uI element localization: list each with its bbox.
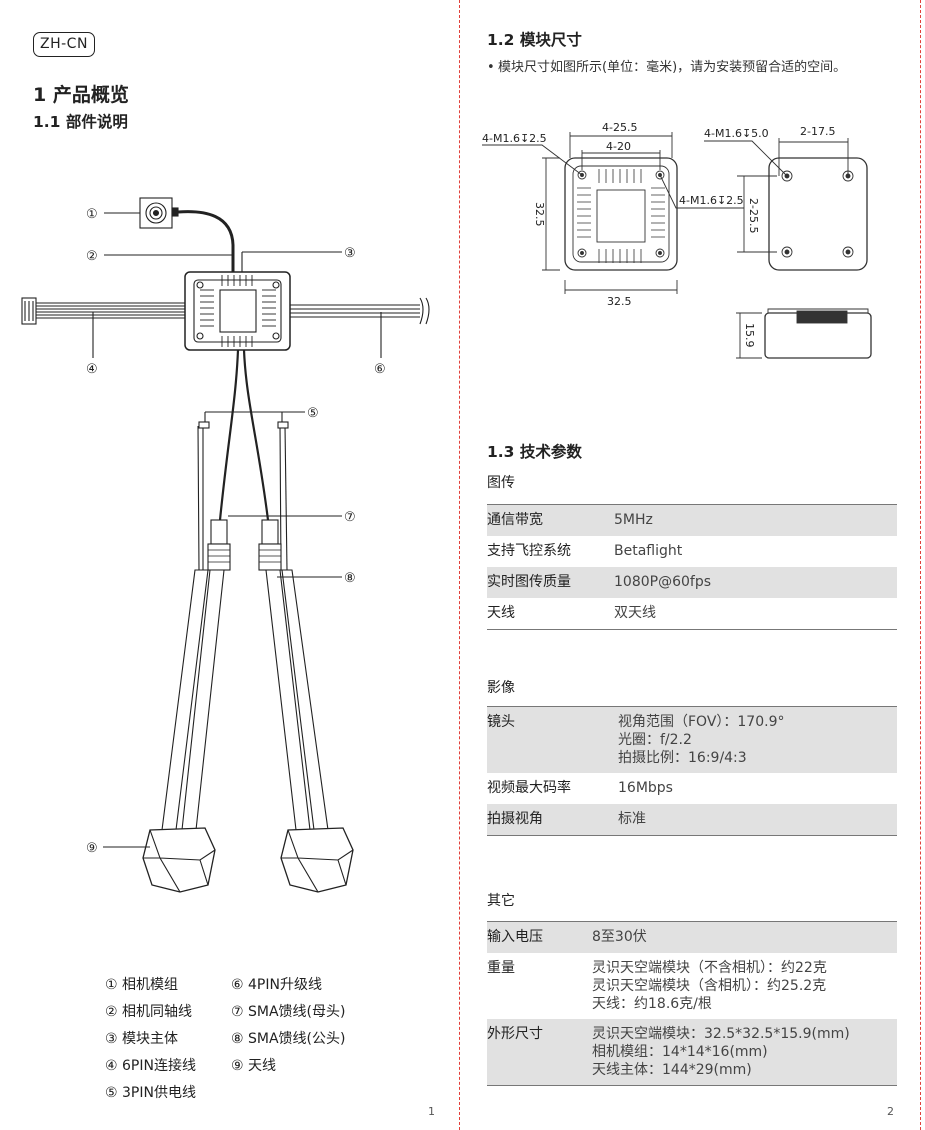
dim-label-width-bottom: 32.5 xyxy=(607,295,632,308)
page-edge xyxy=(920,0,921,1130)
subhead-vtx: 图传 xyxy=(487,475,515,491)
spec-label: 拍摄视角 xyxy=(487,811,543,827)
spec-value: 双天线 xyxy=(614,605,656,621)
spec-value: 视角范围（FOV）：170.9° 光圈：f/2.2 拍摄比例：16:9/4:3 xyxy=(618,714,785,766)
section-title-dimensions: 1.2 模块尺寸 xyxy=(487,31,582,49)
dim-label-holes-back: 4-M1.6↧5.0 xyxy=(704,127,769,140)
spec-row: 天线 双天线 xyxy=(487,598,897,629)
parts-diagram: ① ② ③ ④ ⑤ ⑥ ⑦ ⑧ ⑨ xyxy=(21,197,430,893)
spec-value: 8至30伏 xyxy=(592,929,647,945)
spec-label: 通信带宽 xyxy=(487,512,543,528)
spec-value: 1080P@60fps xyxy=(614,574,711,590)
spec-table-image: 镜头 视角范围（FOV）：170.9° 光圈：f/2.2 拍摄比例：16:9/4… xyxy=(487,706,897,836)
legend-item-8: ⑧ SMA馈线(公头) xyxy=(231,1031,346,1047)
spec-label: 天线 xyxy=(487,605,515,621)
dim-label-pitch-back-v: 2-25.5 xyxy=(747,198,760,233)
dim-label-holes-front: 4-M1.6↧2.5 xyxy=(482,132,547,145)
spec-label: 支持飞控系统 xyxy=(487,543,571,559)
callout-7: ⑦ xyxy=(344,510,356,525)
legend-item-4: ④ 6PIN连接线 xyxy=(105,1058,196,1074)
spec-value: 5MHz xyxy=(614,512,653,528)
spec-row: 拍摄视角 标准 xyxy=(487,804,897,835)
dimension-drawing: 4-M1.6↧2.5 4-25.5 4-20 32.5 4-M1.6↧2.5 4… xyxy=(482,121,872,359)
spec-label: 镜头 xyxy=(487,714,515,730)
spec-value: Betaflight xyxy=(614,543,683,559)
spec-table-vtx: 通信带宽 5MHz 支持飞控系统 Betaflight 实时图传质量 1080P… xyxy=(487,504,897,630)
spec-label: 输入电压 xyxy=(487,929,543,945)
page-left: ZH-CN 1 产品概览 1.1 部件说明 xyxy=(0,0,460,1130)
spec-label: 视频最大码率 xyxy=(487,780,571,796)
dimensions-note-text: 模块尺寸如图所示(单位：毫米)，请为安装预留合适的空间。 xyxy=(498,60,847,75)
subhead-image: 影像 xyxy=(487,680,515,696)
spec-row: 重量 灵识天空端模块（不含相机）：约22克 灵识天空端模块（含相机）：约25.2… xyxy=(487,953,897,1019)
legend-item-9: ⑨ 天线 xyxy=(231,1058,277,1074)
callout-3: ③ xyxy=(344,246,356,261)
callout-5: ⑤ xyxy=(307,406,319,421)
page-right: 1.2 模块尺寸 • 模块尺寸如图所示(单位：毫米)，请为安装预留合适的空间。 xyxy=(460,0,925,1130)
page-number-left: 1 xyxy=(428,1105,435,1118)
spec-row: 外形尺寸 灵识天空端模块：32.5*32.5*15.9(mm) 相机模组：14*… xyxy=(487,1019,897,1085)
dim-label-holes-side: 4-M1.6↧2.5 xyxy=(679,194,744,207)
dim-label-pitch-inner: 4-20 xyxy=(606,140,631,153)
callout-1: ① xyxy=(86,207,98,222)
legend-item-7: ⑦ SMA馈线(母头) xyxy=(231,1004,346,1020)
section-title-parts: 1.1 部件说明 xyxy=(33,113,128,131)
callout-4: ④ xyxy=(86,362,98,377)
dim-label-pitch-outer: 4-25.5 xyxy=(602,121,637,134)
spec-row: 通信带宽 5MHz xyxy=(487,505,897,536)
legend-item-1: ① 相机模组 xyxy=(105,977,179,993)
dim-label-thickness: 15.9 xyxy=(743,323,756,348)
callout-8: ⑧ xyxy=(344,571,356,586)
dim-label-pitch-back-h: 2-17.5 xyxy=(800,125,835,138)
spec-row: 视频最大码率 16Mbps xyxy=(487,773,897,804)
legend-item-5: ⑤ 3PIN供电线 xyxy=(105,1085,196,1101)
legend-item-6: ⑥ 4PIN升级线 xyxy=(231,977,322,993)
spec-row: 支持飞控系统 Betaflight xyxy=(487,536,897,567)
legend-item-3: ③ 模块主体 xyxy=(105,1031,179,1047)
spec-table-other: 输入电压 8至30伏 重量 灵识天空端模块（不含相机）：约22克 灵识天空端模块… xyxy=(487,921,897,1086)
language-tag: ZH-CN xyxy=(33,32,95,57)
subhead-other: 其它 xyxy=(487,893,515,909)
legend-item-2: ② 相机同轴线 xyxy=(105,1004,193,1020)
page-title: 1 产品概览 xyxy=(33,84,129,106)
bullet-dot: • xyxy=(487,60,495,75)
spec-row: 输入电压 8至30伏 xyxy=(487,922,897,953)
spec-label: 外形尺寸 xyxy=(487,1026,543,1042)
spec-label: 实时图传质量 xyxy=(487,574,571,590)
spec-label: 重量 xyxy=(487,960,515,976)
spec-row: 实时图传质量 1080P@60fps xyxy=(487,567,897,598)
callout-6: ⑥ xyxy=(374,362,386,377)
dim-label-height-left: 32.5 xyxy=(533,202,546,227)
section-title-tech-specs: 1.3 技术参数 xyxy=(487,443,582,461)
spec-value: 灵识天空端模块：32.5*32.5*15.9(mm) 相机模组：14*14*16… xyxy=(592,1026,850,1078)
page-number-right: 2 xyxy=(887,1105,894,1118)
spec-row: 镜头 视角范围（FOV）：170.9° 光圈：f/2.2 拍摄比例：16:9/4… xyxy=(487,707,897,773)
spec-value: 标准 xyxy=(618,811,646,827)
spec-value: 灵识天空端模块（不含相机）：约22克 灵识天空端模块（含相机）：约25.2克 天… xyxy=(592,960,827,1012)
callout-9: ⑨ xyxy=(86,841,98,856)
callout-2: ② xyxy=(86,249,98,264)
spec-value: 16Mbps xyxy=(618,780,673,796)
page-divider xyxy=(459,0,460,1130)
